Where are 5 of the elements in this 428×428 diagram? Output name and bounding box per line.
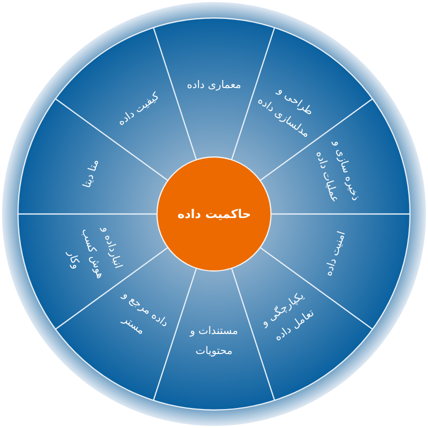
segment-label: متا دیتا <box>72 140 112 208</box>
segment-label: مستندات و محتویات <box>182 322 246 362</box>
segment-label: کیفیت داده <box>107 84 170 138</box>
center-label: حاکمیت داده <box>178 207 251 221</box>
segment-label: معماری داده <box>182 76 246 96</box>
